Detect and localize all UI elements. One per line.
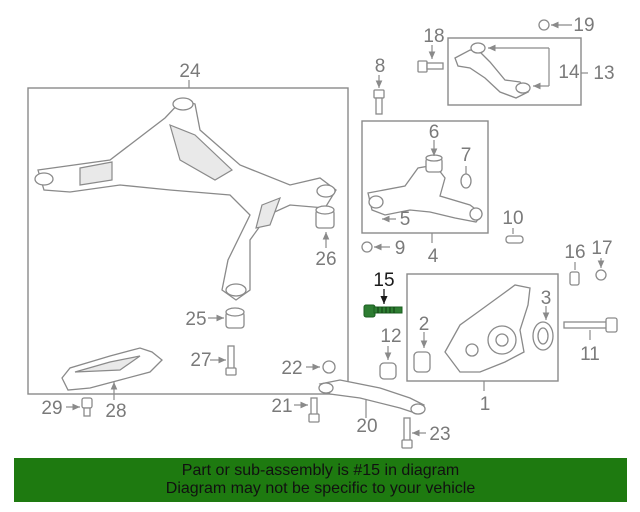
knuckle-bushing-2[interactable]: [413, 351, 431, 373]
nut-9[interactable]: [361, 241, 390, 253]
callout-23: 23: [429, 424, 450, 445]
clip-16[interactable]: [569, 262, 580, 286]
callout-28: 28: [105, 401, 126, 422]
callout-8: 8: [375, 56, 386, 77]
callout-15: 15: [373, 270, 394, 291]
callout-5: 5: [400, 209, 411, 230]
callout-21: 21: [271, 396, 292, 417]
bolt-11[interactable]: [563, 317, 618, 340]
upper-link-group: [447, 37, 588, 106]
hub-bearing-3[interactable]: [532, 321, 554, 351]
banner-line-2: Diagram may not be specific to your vehi…: [165, 480, 476, 497]
callout-10: 10: [502, 208, 523, 229]
bolt-21[interactable]: [294, 397, 320, 423]
callout-20: 20: [356, 416, 377, 437]
callout-25: 25: [185, 309, 206, 330]
callout-26: 26: [315, 249, 336, 270]
clip-29[interactable]: [66, 397, 93, 417]
bushing-12[interactable]: [379, 346, 397, 380]
knuckle-group: [406, 273, 559, 391]
subframe-bushing-25[interactable]: [225, 307, 245, 329]
nut-19[interactable]: [538, 19, 572, 31]
parts-diagram: 24 26 25 27 28 29 8 18 19 14 13 6 7 5 4 …: [27, 15, 618, 449]
bolt-15[interactable]: [363, 289, 403, 318]
callout-19: 19: [573, 15, 594, 36]
callout-18: 18: [423, 26, 444, 47]
callout-1: 1: [480, 394, 491, 415]
bolt-8[interactable]: [373, 75, 385, 115]
callout-3: 3: [541, 288, 552, 309]
bolt-23[interactable]: [401, 417, 426, 449]
clip-7[interactable]: [460, 173, 472, 189]
arm-bushing-6[interactable]: [425, 154, 443, 173]
callout-2: 2: [419, 314, 430, 335]
bolt-27[interactable]: [210, 345, 237, 376]
splash-shield-28[interactable]: [61, 347, 163, 400]
knuckle-box: [406, 273, 559, 382]
crossmember[interactable]: [37, 99, 337, 301]
callout-11: 11: [580, 344, 600, 365]
lower-arm-box: [361, 120, 489, 234]
callout-13: 13: [593, 63, 614, 84]
callout-7: 7: [461, 145, 472, 166]
nut-22[interactable]: [306, 360, 336, 374]
trailing-link-20[interactable]: [318, 379, 426, 418]
pin-10[interactable]: [505, 228, 524, 244]
upper-link-box: [447, 37, 582, 106]
callout-12: 12: [380, 326, 401, 347]
bolt-18[interactable]: [417, 45, 444, 73]
callout-27: 27: [190, 350, 211, 371]
callout-4: 4: [428, 246, 439, 267]
knuckle[interactable]: [444, 284, 531, 373]
callout-22: 22: [281, 358, 302, 379]
callout-29: 29: [41, 398, 62, 419]
callout-17: 17: [591, 238, 612, 259]
subframe-box: [27, 87, 349, 395]
nut-17[interactable]: [595, 258, 607, 281]
part-notice-banner: Part or sub-assembly is #15 in diagram D…: [14, 458, 627, 502]
callout-6: 6: [429, 122, 440, 143]
banner-line-1: Part or sub-assembly is #15 in diagram: [181, 462, 460, 479]
callout-16: 16: [564, 242, 585, 263]
callout-14: 14: [558, 62, 580, 83]
subframe-bushing-26[interactable]: [315, 205, 335, 229]
lower-arm-group: [361, 120, 489, 243]
subframe-group: [27, 80, 349, 395]
callout-9: 9: [395, 238, 406, 259]
callout-24: 24: [179, 61, 201, 82]
